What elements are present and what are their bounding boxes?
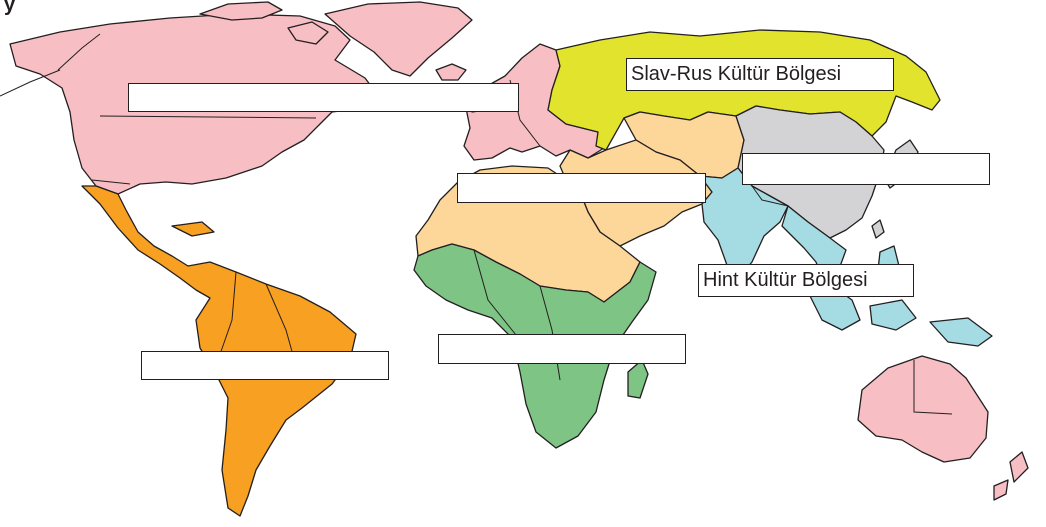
border-mexico: [91, 179, 131, 185]
border-date-line: [0, 69, 61, 97]
region-indonesia-2: [869, 299, 917, 331]
label-slav-rus[interactable]: Slav-Rus Kültür Bölgesi: [626, 58, 894, 91]
label-sub-saharan-africa[interactable]: [438, 334, 686, 364]
region-new-zealand: [1009, 451, 1029, 483]
border-australia: [913, 360, 953, 415]
region-greenland: [324, 1, 473, 77]
label-south-america[interactable]: [141, 351, 389, 380]
border-alaska: [57, 33, 101, 71]
region-new-guinea: [929, 317, 993, 347]
label-north-africa-middle-east[interactable]: [457, 173, 706, 203]
border-africa-1: [473, 249, 521, 341]
border-us-canada: [99, 115, 317, 119]
region-taiwan: [871, 219, 885, 239]
region-new-zealand-2: [993, 479, 1009, 501]
region-caribbean: [171, 221, 215, 237]
region-australia: [857, 355, 989, 463]
corner-mark: y: [4, 0, 16, 16]
region-madagascar: [627, 359, 649, 399]
border-south-america-1: [217, 271, 237, 361]
region-arctic-islands-2: [287, 21, 329, 45]
region-iceland: [435, 63, 467, 81]
border-china-india: [751, 185, 789, 207]
label-north-america-europe[interactable]: [128, 83, 519, 112]
label-east-asia[interactable]: [742, 153, 990, 185]
region-arctic-islands: [199, 1, 283, 21]
label-hint[interactable]: Hint Kültür Bölgesi: [698, 264, 914, 297]
